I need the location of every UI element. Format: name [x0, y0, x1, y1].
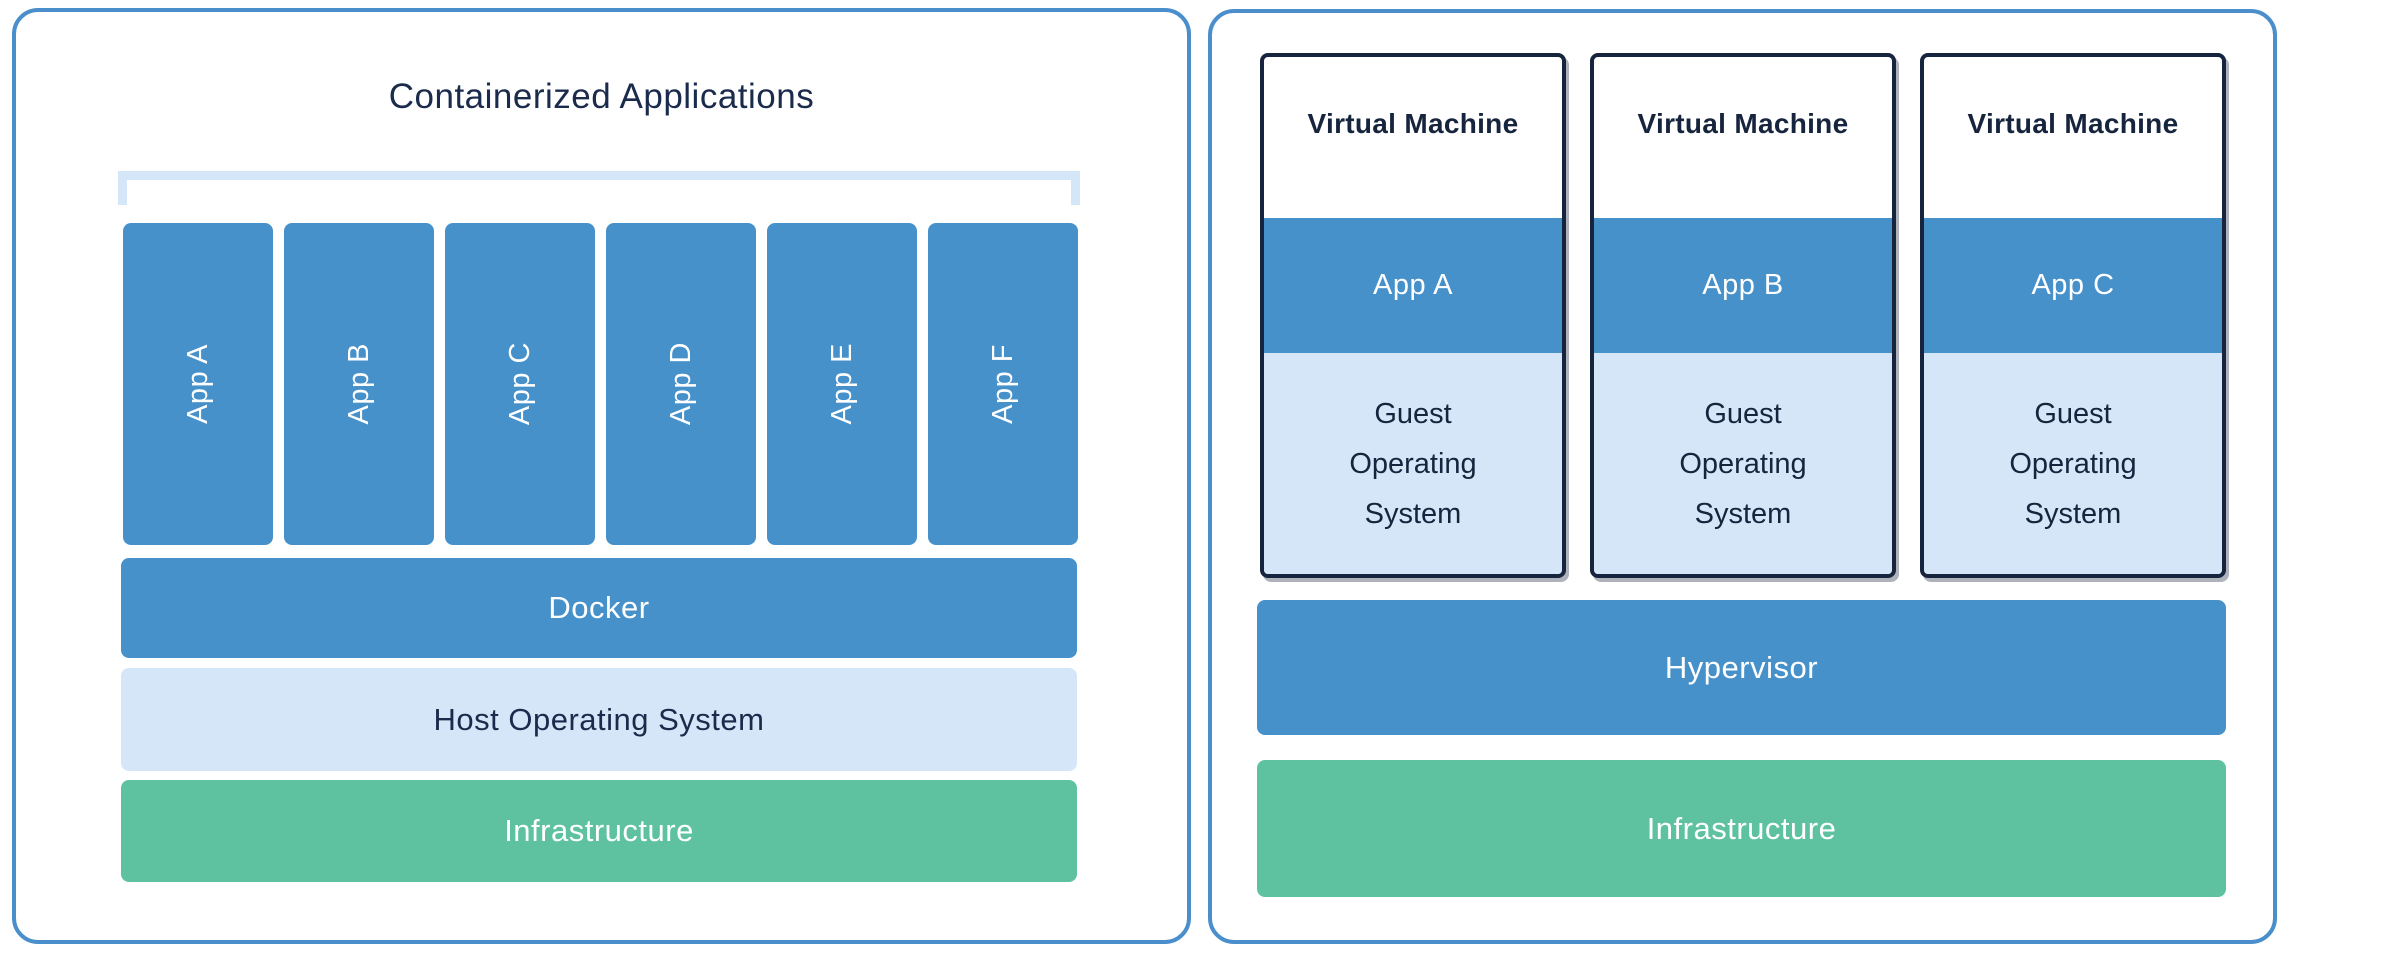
vm-1-app-layer: App A — [1264, 218, 1562, 353]
container-app-a-label: App A — [181, 344, 214, 424]
vm-1-guest-os-label: Guest Operating System — [1349, 397, 1477, 530]
hypervisor-layer: Hypervisor — [1257, 600, 2226, 735]
vm-3-app-layer: App C — [1924, 218, 2222, 353]
container-app-b-label: App B — [342, 343, 375, 425]
container-app-f: App F — [928, 223, 1078, 545]
containers-panel-title: Containerized Applications — [388, 77, 815, 116]
vm-3-guest-os-label: Guest Operating System — [2009, 397, 2137, 530]
vm-1-guest-os-layer: Guest Operating System — [1264, 353, 1562, 574]
container-app-e-label: App E — [825, 343, 858, 425]
virtual-machine-box-2: Virtual Machine App B Guest Operating Sy… — [1590, 53, 1896, 578]
container-app-c-label: App C — [503, 342, 536, 426]
vm-2-title: Virtual Machine — [1637, 107, 1849, 139]
containerized-applications-panel: Containerized Applications App A App B A… — [12, 8, 1191, 944]
container-app-d: App D — [606, 223, 756, 545]
virtual-machines-panel: Virtual Machine App A Guest Operating Sy… — [1208, 9, 2277, 944]
container-app-b: App B — [284, 223, 434, 545]
infrastructure-layer-left: Infrastructure — [121, 780, 1077, 882]
vm-2-app-layer: App B — [1594, 218, 1892, 353]
container-app-c: App C — [445, 223, 595, 545]
infrastructure-layer-right: Infrastructure — [1257, 760, 2226, 897]
virtual-machine-box-3: Virtual Machine App C Guest Operating Sy… — [1920, 53, 2226, 578]
docker-layer: Docker — [121, 558, 1077, 658]
vm-3-guest-os-layer: Guest Operating System — [1924, 353, 2222, 574]
container-app-f-label: App F — [986, 344, 1019, 424]
container-apps-row: App A App B App C App D App E App F — [123, 223, 1078, 545]
container-app-e: App E — [767, 223, 917, 545]
host-operating-system-layer: Host Operating System — [121, 668, 1077, 771]
vm-2-guest-os-layer: Guest Operating System — [1594, 353, 1892, 574]
vm-3-title: Virtual Machine — [1967, 107, 2179, 139]
virtual-machine-box-1: Virtual Machine App A Guest Operating Sy… — [1260, 53, 1566, 578]
container-app-a: App A — [123, 223, 273, 545]
vm-2-guest-os-label: Guest Operating System — [1679, 397, 1807, 530]
vm-1-title: Virtual Machine — [1307, 107, 1519, 139]
container-app-d-label: App D — [664, 342, 697, 426]
apps-group-bracket — [118, 171, 1080, 205]
